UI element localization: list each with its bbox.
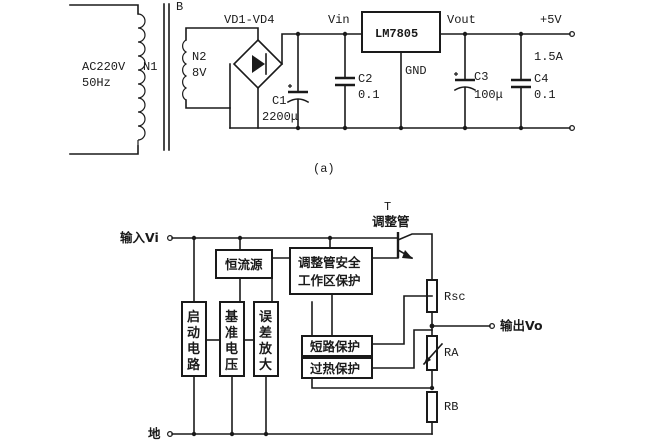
label-current: 1.5A — [534, 50, 564, 64]
label-50hz: 50Hz — [82, 76, 111, 90]
err-char-1: 误 — [259, 310, 273, 325]
gnd-junction-c4 — [518, 125, 524, 131]
ref-char-2: 准 — [225, 325, 238, 341]
gnd-junction-c2 — [342, 125, 348, 131]
label-n2: N2 — [192, 50, 206, 64]
label-c4-value: 0.1 — [534, 88, 556, 102]
label-plus5v: +5V — [540, 13, 562, 27]
gnd-junction-c1 — [295, 125, 301, 131]
err-char-2: 差 — [259, 325, 272, 341]
label-8v: 8V — [192, 66, 207, 80]
ra-arrow-head — [424, 356, 431, 364]
transistor-emitter-arrow — [402, 250, 413, 259]
label-c3-value: 100μ — [474, 88, 503, 102]
gnd-junction-c3 — [462, 125, 468, 131]
label-c2-value: 0.1 — [358, 88, 380, 102]
block-start-circuit-text: 启 动 电 路 — [187, 309, 201, 373]
block-reference-voltage — [219, 301, 245, 377]
block-thermal-protection — [301, 357, 373, 379]
label-constant-current: 恒流源 — [225, 257, 263, 272]
block-soa-protection — [289, 247, 373, 295]
err-char-3: 放 — [258, 341, 273, 357]
label-thermal: 过热保护 — [310, 361, 360, 376]
c3-plus — [454, 72, 458, 76]
gnd-junction-reg — [398, 125, 404, 131]
resistor-ra — [426, 335, 438, 371]
label-c2-ref: C2 — [358, 72, 372, 86]
primary-lead-top — [69, 4, 139, 15]
label-rb: RB — [444, 400, 458, 414]
label-output-vo: 输出Vo — [500, 318, 543, 333]
caption-a: (a) — [313, 162, 335, 176]
resistor-rb — [426, 391, 438, 423]
label-c1-value: 2200μ — [262, 110, 298, 124]
c1-plate-bottom — [286, 98, 310, 104]
c1-plus — [288, 84, 292, 88]
transistor-collector — [396, 233, 433, 281]
label-transistor-ref: T — [384, 200, 391, 214]
c1-junction — [295, 31, 301, 37]
label-ground: 地 — [148, 426, 161, 441]
block-error-amplifier-text: 误 差 放 大 — [258, 310, 273, 373]
c3-plate-bottom — [453, 86, 477, 92]
block-reference-voltage-text: 基 准 电 压 — [224, 309, 239, 373]
secondary-bottom-lead — [185, 63, 231, 109]
label-short-circuit: 短路保护 — [310, 339, 360, 354]
start-char-1: 启 — [187, 309, 200, 325]
block-error-amplifier — [253, 301, 279, 377]
label-ra: RA — [444, 346, 459, 360]
label-soa-line1: 调整管安全 — [298, 255, 361, 270]
primary-winding-n1 — [137, 13, 146, 146]
label-n1: N1 — [143, 60, 157, 74]
regulator-lm7805 — [361, 11, 441, 53]
output-terminal — [489, 323, 496, 330]
secondary-winding-n2 — [182, 39, 188, 101]
label-lm7805: LM7805 — [375, 27, 418, 41]
block-constant-current — [215, 249, 273, 279]
ref-char-4: 压 — [225, 358, 238, 373]
label-transformer-b: B — [176, 0, 183, 14]
ref-char-1: 基 — [224, 309, 239, 325]
label-input-vi: 输入Vi — [120, 230, 159, 245]
start-char-4: 路 — [187, 357, 201, 373]
primary-lead-bottom — [69, 145, 139, 155]
label-vout: Vout — [447, 13, 476, 27]
label-c1-ref: C1 — [272, 94, 286, 108]
label-vin: Vin — [328, 13, 350, 27]
bridge-lead-right — [281, 33, 299, 65]
secondary-top-lead — [185, 27, 259, 41]
start-char-2: 动 — [187, 326, 200, 341]
label-vd1-vd4: VD1-VD4 — [224, 13, 274, 27]
block-start-circuit — [181, 301, 207, 377]
label-transistor-name: 调整管 — [372, 214, 410, 229]
output-terminal-gnd — [568, 124, 575, 131]
wire-rsc-sense — [371, 295, 433, 345]
ref-char-3: 电 — [225, 341, 238, 357]
label-gnd: GND — [405, 64, 427, 78]
label-soa-line2: 工作区保护 — [298, 273, 361, 288]
wire-out-sense — [371, 329, 433, 369]
block-short-circuit-protection — [301, 335, 373, 357]
figure-a-power-supply: AC220V 50Hz N1 B N2 8V VD1-VD4 Vin LM780… — [69, 0, 575, 176]
figure-b-block-diagram: 启 动 电 路 基 准 电 压 误 差 放 大 恒流源 调整管安全 工作区保护 … — [120, 200, 543, 441]
label-ac220v: AC220V — [82, 60, 126, 74]
wire-feedback-error — [311, 301, 433, 389]
start-char-3: 电 — [187, 341, 200, 357]
err-char-4: 大 — [259, 357, 272, 373]
label-rsc: Rsc — [444, 290, 466, 304]
output-terminal-plus — [568, 31, 575, 38]
label-c4-ref: C4 — [534, 72, 548, 86]
label-c3-ref: C3 — [474, 70, 488, 84]
bridge-diode-arrow — [252, 55, 265, 73]
